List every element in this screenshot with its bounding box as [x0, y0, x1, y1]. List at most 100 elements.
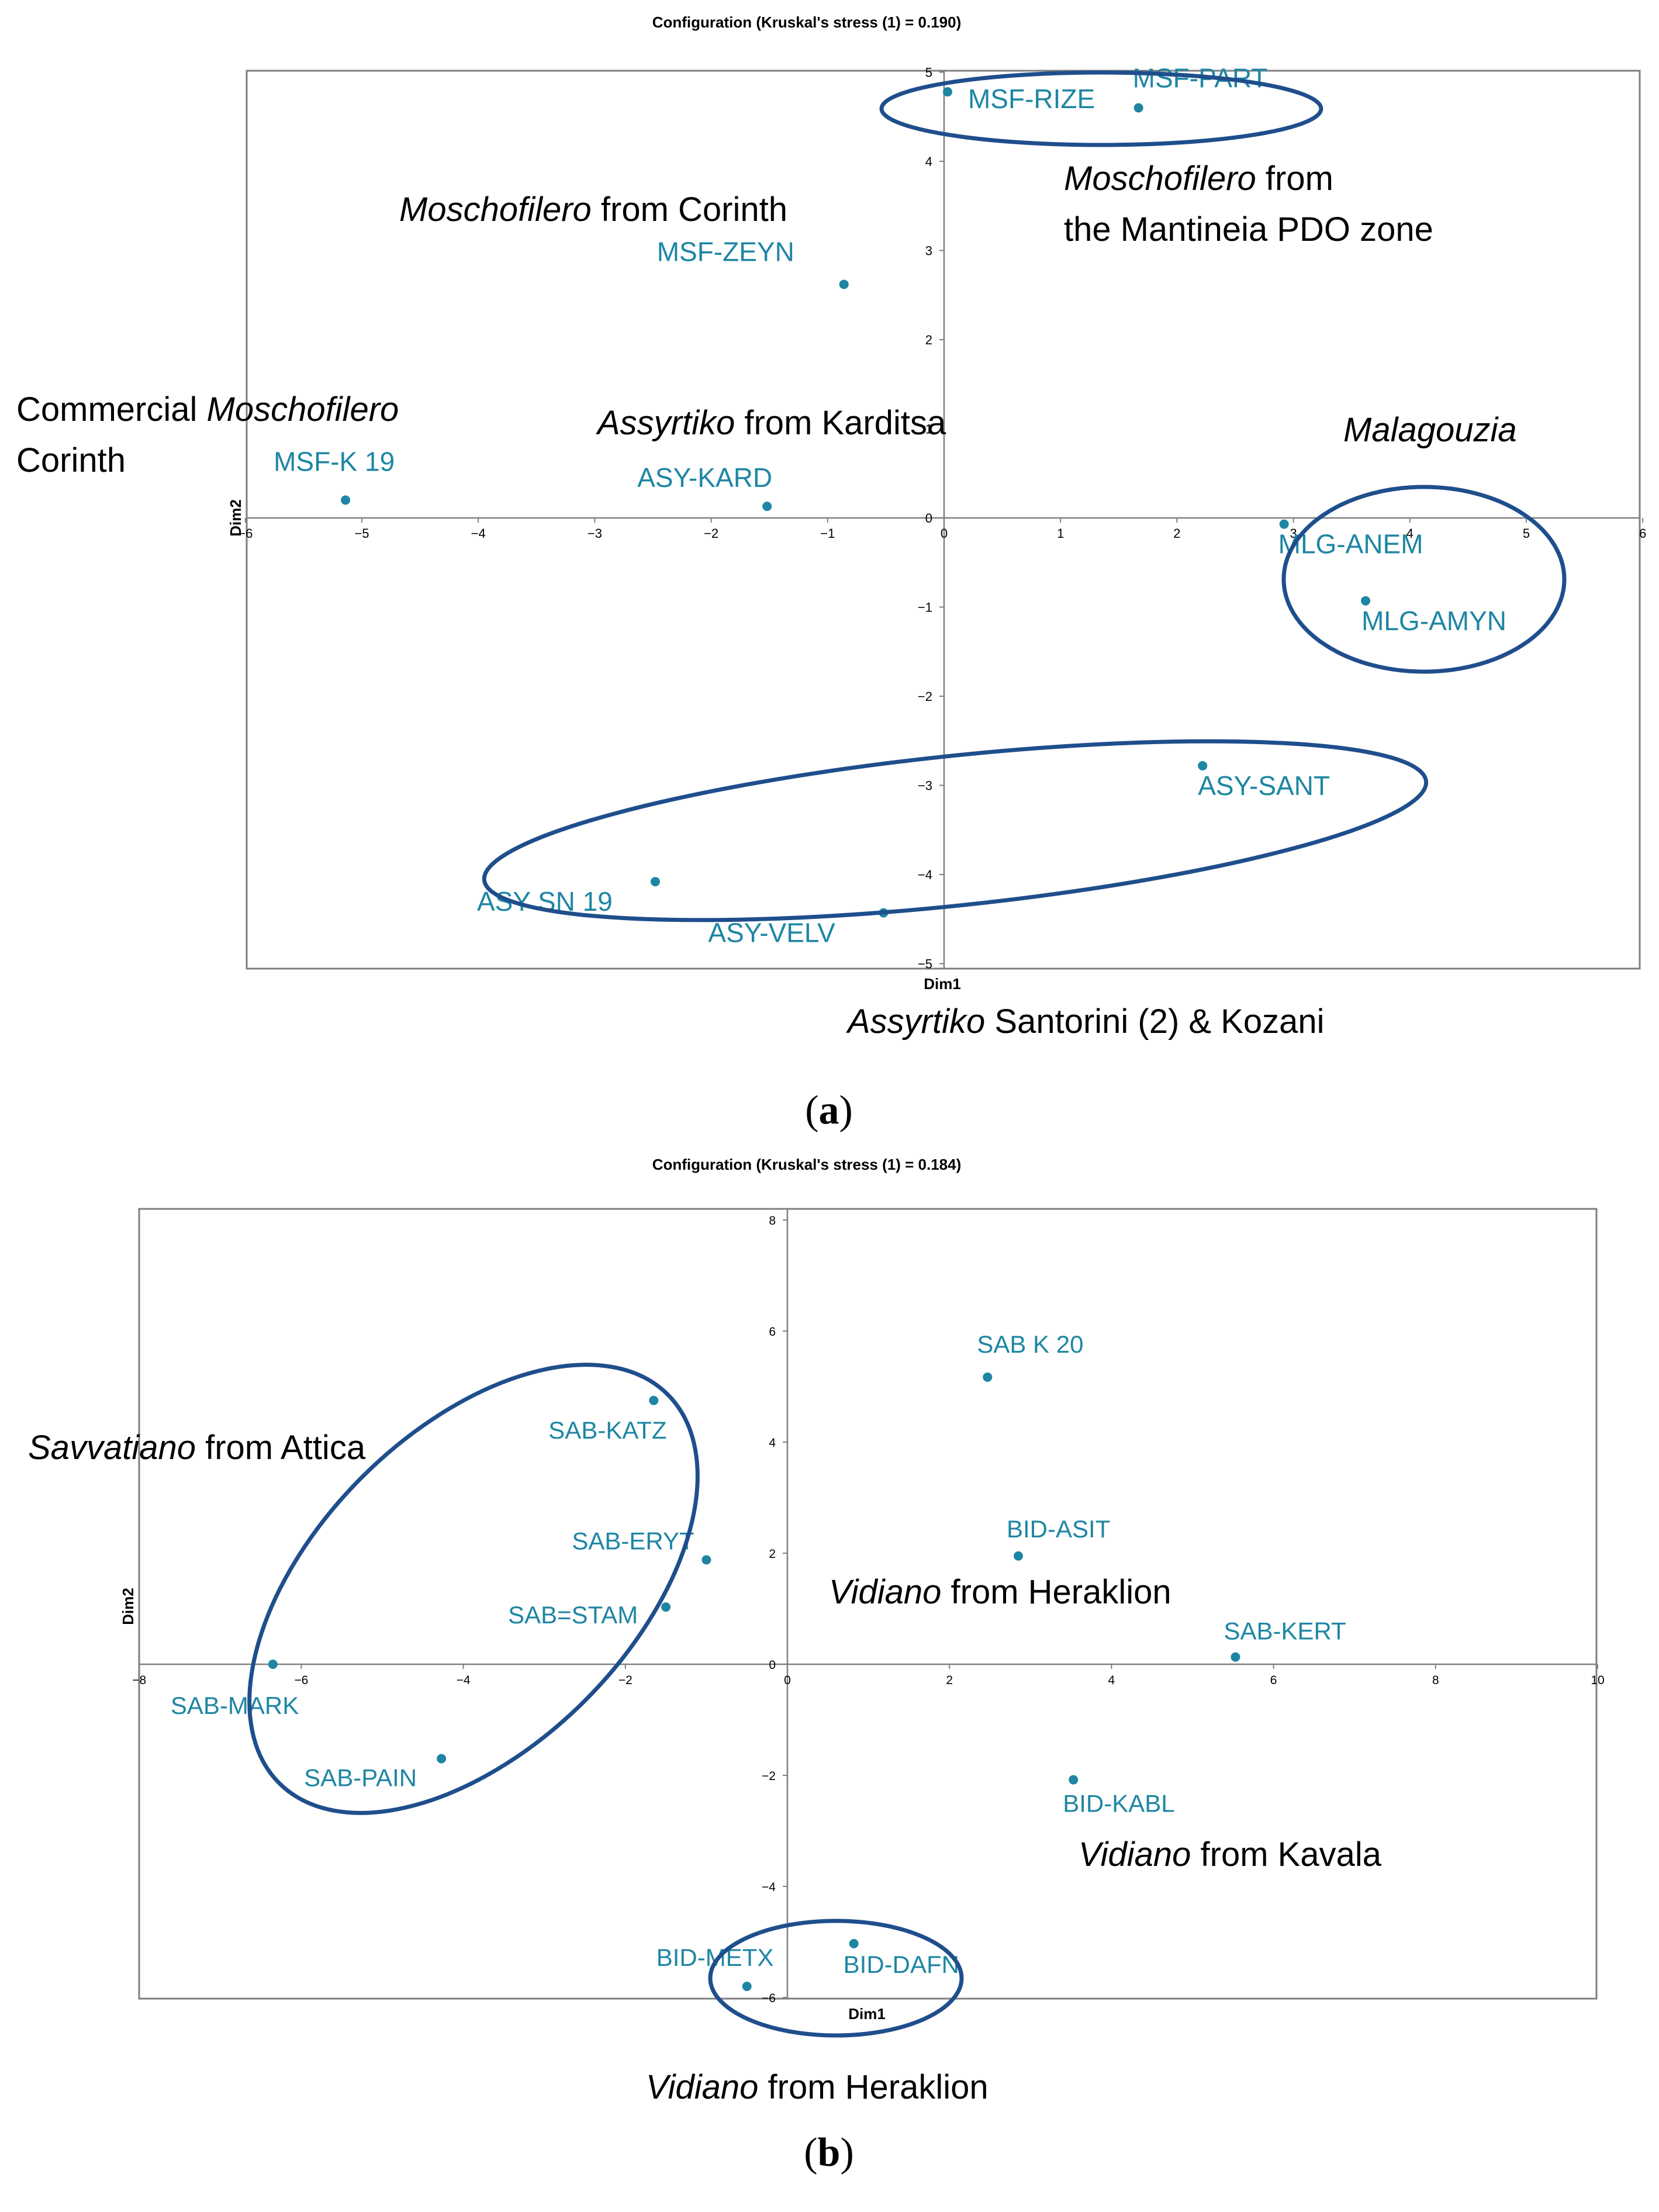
y-tick-label: 1 [925, 422, 932, 437]
x-axis-label: Dim1 [924, 975, 961, 993]
point-label: ASY-SANT [1198, 770, 1330, 801]
ellipse-heraklion [708, 1919, 964, 2038]
x-tick-label: −5 [354, 526, 369, 541]
x-tick-label: −2 [704, 526, 718, 541]
ellipse-santorini [482, 739, 1429, 922]
chart-title: Configuration (Kruskal's stress (1) = 0.… [652, 13, 962, 31]
group-annotation-attica: Savvatiano from Attica [28, 1429, 366, 1467]
data-point [849, 1938, 859, 1948]
x-tick-label: −6 [238, 526, 253, 541]
group-annotation-heraklion1: Vidiano from Heraklion [829, 1573, 1171, 1611]
point-label: SAB-ERYT [572, 1527, 694, 1554]
x-tick-label: 10 [1591, 1674, 1604, 1687]
plot-frame [246, 70, 1641, 970]
y-tick-label: −4 [762, 1881, 776, 1894]
point-label: BID-KABL [1063, 1790, 1174, 1817]
group-annotation-malagouzia: Malagouzia [1343, 411, 1517, 449]
chart-title: Configuration (Kruskal's stress (1) = 0.… [652, 1156, 962, 1173]
chart-b: Configuration (Kruskal's stress (1) = 0.… [28, 1156, 1605, 2175]
point-label: MSF-RIZE [968, 84, 1095, 114]
data-point [1014, 1551, 1024, 1561]
data-point [661, 1602, 671, 1612]
data-point [341, 495, 351, 505]
ellipse-mantineia [879, 70, 1323, 147]
panel-label: (b) [804, 2130, 854, 2175]
x-tick-label: 3 [1290, 526, 1297, 541]
point-label: SAB=STAM [508, 1601, 638, 1629]
group-annotation-commercial: Corinth [16, 441, 126, 479]
point-label: MLG-AMYN [1361, 606, 1506, 636]
point-label: BID-DAFN [844, 1951, 959, 1978]
y-tick-label: −5 [918, 957, 932, 972]
y-tick-label: −1 [918, 600, 932, 615]
x-tick-label: −4 [471, 526, 486, 541]
point-label: MSF-ZEYN [657, 236, 794, 267]
y-axis-label: Dim2 [227, 499, 244, 537]
data-point [1198, 761, 1208, 770]
data-point [942, 87, 952, 97]
group-annotation-heraklion2: Vidiano from Heraklion [646, 2068, 989, 2106]
point-label: ASY-KARD [637, 462, 772, 493]
y-tick-label: 3 [925, 244, 932, 258]
point-label: MSF-K 19 [274, 447, 395, 477]
ellipse-attica [247, 1363, 700, 1815]
data-point [701, 1555, 711, 1565]
point-label: SAB-KERT [1223, 1617, 1346, 1645]
x-tick-label: −3 [587, 526, 602, 541]
point-label: BID-ASIT [1007, 1515, 1110, 1543]
y-tick-label: −6 [762, 1992, 776, 2005]
x-tick-label: 5 [1523, 526, 1530, 541]
data-point [1231, 1652, 1240, 1662]
point-label: SAB K 20 [977, 1330, 1083, 1358]
y-tick-label: 5 [925, 65, 932, 80]
y-tick-label: 6 [769, 1325, 776, 1339]
data-point [649, 1395, 659, 1405]
x-axis-label: Dim1 [848, 2005, 886, 2023]
y-tick-label: 2 [925, 333, 932, 347]
group-annotation-mantineia: the Mantineia PDO zone [1064, 210, 1433, 248]
data-point [742, 1982, 752, 1991]
x-tick-label: −1 [820, 526, 835, 541]
group-annotation-mantineia: Moschofilero from [1064, 160, 1333, 198]
y-tick-label: −2 [918, 689, 932, 704]
y-tick-label: 0 [925, 511, 932, 526]
point-label: BID-METX [656, 1944, 774, 1971]
chart-a: Configuration (Kruskal's stress (1) = 0.… [16, 13, 1646, 1133]
group-annotation-corinth: Moschofilero from Corinth [399, 191, 787, 229]
x-tick-label: 2 [946, 1674, 953, 1687]
x-tick-label: −4 [457, 1674, 471, 1687]
x-tick-label: 0 [941, 526, 948, 541]
x-tick-label: 4 [1406, 526, 1413, 541]
data-point [762, 502, 772, 511]
point-label: ASY SN 19 [477, 886, 613, 917]
data-point [650, 877, 660, 887]
x-tick-label: −8 [132, 1674, 146, 1687]
group-annotation-santorini: Assyrtiko Santorini (2) & Kozani [846, 1003, 1325, 1041]
x-tick-label: 8 [1432, 1674, 1439, 1687]
x-tick-label: 6 [1639, 526, 1646, 541]
y-tick-label: 8 [769, 1214, 776, 1228]
point-label: SAB-KATZ [548, 1416, 666, 1444]
data-point [983, 1372, 993, 1382]
point-label: ASY-VELV [708, 918, 835, 948]
y-tick-label: 2 [769, 1547, 776, 1561]
data-point [1133, 103, 1143, 113]
x-tick-label: 6 [1270, 1674, 1277, 1687]
group-annotation-commercial: Commercial Moschofilero [16, 390, 399, 428]
data-point [1069, 1775, 1079, 1785]
y-tick-label: 0 [769, 1658, 776, 1672]
panel-label: (a) [805, 1088, 853, 1133]
y-tick-label: −2 [762, 1769, 776, 1783]
plot-frame [138, 1208, 1598, 2000]
x-tick-label: 4 [1108, 1674, 1115, 1687]
y-tick-label: −4 [918, 867, 932, 882]
ellipse-malagouzia [1281, 485, 1567, 674]
y-tick-label: −3 [918, 779, 932, 793]
data-point [1279, 519, 1289, 529]
y-tick-label: 4 [925, 154, 932, 169]
data-point [268, 1660, 278, 1669]
x-tick-label: 0 [784, 1674, 791, 1687]
x-tick-label: −2 [618, 1674, 633, 1687]
x-tick-label: −6 [294, 1674, 308, 1687]
